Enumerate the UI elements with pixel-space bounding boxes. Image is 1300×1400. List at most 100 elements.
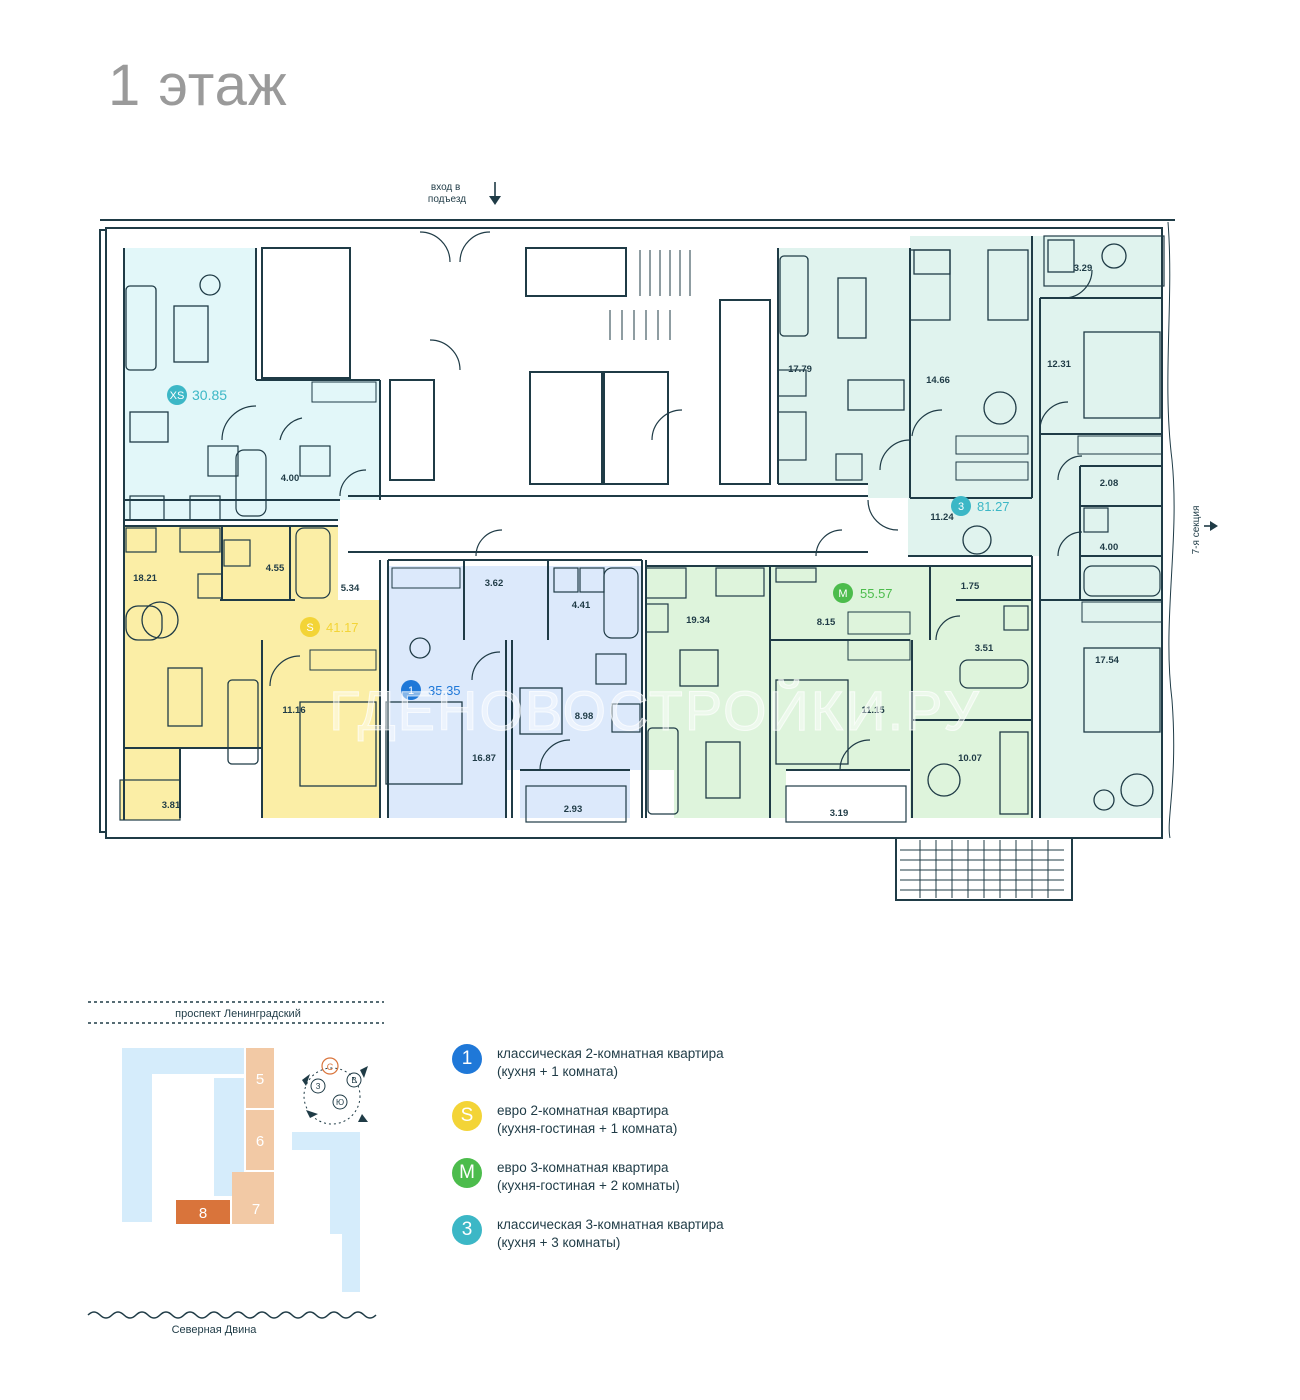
room-area: 1.75: [961, 581, 980, 592]
badge-s[interactable]: S 41.17: [300, 617, 359, 637]
room-area: 4.41: [572, 600, 591, 611]
furniture: [125, 239, 1161, 815]
wardrobes: [309, 381, 1163, 671]
room-area: 8.98: [575, 711, 594, 722]
badge-1-area: 35.35: [428, 683, 461, 698]
entrance-arrow-icon: [489, 182, 501, 205]
site-section-5[interactable]: 5: [246, 1048, 274, 1108]
stairs: [609, 250, 1064, 898]
legend-item-euro-3: M евро 3-комнатная квартира (кухня-гости…: [452, 1154, 872, 1211]
badge-1-label: 1: [408, 685, 414, 697]
badge-xs[interactable]: XS 30.85: [167, 385, 227, 405]
legend-badge: S: [452, 1101, 482, 1131]
site-street-label: проспект Ленинградский: [175, 1008, 301, 1020]
legend-line2: (кухня-гостиная + 1 комната): [497, 1120, 678, 1136]
door-swings: [221, 231, 1093, 771]
zone-apartment-xs[interactable]: [124, 248, 380, 520]
apartment-badges: XS 30.85 S 41.17 1 35.35 M 55.57 3 81.27: [167, 385, 1010, 700]
legend-line2: (кухня-гостиная + 2 комнаты): [497, 1177, 680, 1193]
apartment-zones: [120, 236, 1162, 820]
room-area: 11.15: [861, 705, 885, 716]
badge-s-area: 41.17: [326, 620, 359, 635]
legend-item-classic-2: 1 классическая 2-комнатная квартира (кух…: [452, 1040, 872, 1097]
site-section-6-label: 6: [256, 1133, 264, 1150]
legend-text: евро 2-комнатная квартира (кухня-гостина…: [497, 1102, 677, 1137]
site-section-6[interactable]: 6: [246, 1110, 274, 1170]
room-area: 12.31: [1047, 359, 1071, 370]
room-area: 19.34: [686, 615, 710, 626]
room-area: 10.07: [958, 753, 982, 764]
legend-badge: M: [452, 1158, 482, 1188]
site-section-5-label: 5: [256, 1071, 264, 1088]
site-plan: проспект Ленинградский 5 6 7 8 С З: [87, 1001, 384, 1336]
badge-m-area: 55.57: [860, 586, 893, 601]
room-area: 4.00: [1100, 542, 1119, 553]
badge-3[interactable]: 3 81.27: [951, 496, 1010, 516]
legend-line2: (кухня + 1 комната): [497, 1063, 619, 1079]
badge-1[interactable]: 1 35.35: [401, 680, 461, 700]
room-area: 11.16: [282, 705, 305, 716]
room-area: 3.29: [1074, 263, 1093, 274]
section-arrow-icon: [1204, 521, 1218, 531]
legend-text: евро 3-комнатная квартира (кухня-гостина…: [497, 1159, 680, 1194]
legend-item-classic-3: 3 классическая 3-комнатная квартира (кух…: [452, 1211, 872, 1268]
room-area: 8.15: [817, 617, 836, 628]
badge-m-label: M: [838, 588, 847, 600]
room-area: 17.79: [788, 364, 812, 375]
room-area: 14.66: [926, 375, 950, 386]
badge-m[interactable]: M 55.57: [833, 583, 893, 603]
legend-text: классическая 2-комнатная квартира (кухня…: [497, 1045, 724, 1080]
room-area: 4.00: [281, 473, 300, 484]
entrance-label-line1: вход в: [431, 182, 460, 193]
legend-line1: евро 2-комнатная квартира: [497, 1103, 669, 1118]
site-buildings-other: [122, 1048, 360, 1292]
site-river-label: Северная Двина: [172, 1324, 258, 1336]
legend-text: классическая 3-комнатная квартира (кухня…: [497, 1216, 724, 1251]
room-area: 3.51: [975, 643, 994, 654]
room-area: 4.55: [266, 563, 285, 574]
room-area: 3.81: [162, 800, 181, 811]
zone-apartment-1[interactable]: [388, 566, 642, 818]
room-area: 3.62: [485, 578, 504, 589]
site-section-8-label: 8: [199, 1205, 207, 1222]
legend-badge: 1: [452, 1044, 482, 1074]
section-marker: 7-я секция: [1167, 221, 1218, 839]
room-area: 18.21: [133, 573, 157, 584]
room-area: 17.54: [1095, 655, 1119, 666]
compass-south: Ю: [336, 1098, 344, 1107]
legend-line1: классическая 3-комнатная квартира: [497, 1217, 724, 1232]
badge-s-label: S: [306, 622, 313, 634]
legend-item-euro-2: S евро 2-комнатная квартира (кухня-гости…: [452, 1097, 872, 1154]
legend-badge: 3: [452, 1215, 482, 1245]
legend-line1: евро 3-комнатная квартира: [497, 1160, 669, 1175]
badge-xs-label: XS: [170, 390, 185, 402]
fixtures: [125, 369, 1161, 733]
section-label: 7-я секция: [1191, 506, 1202, 555]
page-title: 1 этаж: [108, 53, 288, 118]
zone-apartment-s[interactable]: [120, 526, 380, 820]
room-area: 2.93: [564, 804, 583, 815]
svg-text:вход в подъезд: вход в подъезд: [428, 182, 466, 205]
zone-apartment-3[interactable]: [778, 236, 1162, 818]
compass-icon: С З В Ю: [302, 1057, 368, 1125]
legend-line1: классическая 2-комнатная квартира: [497, 1046, 724, 1061]
legend: 1 классическая 2-комнатная квартира (кух…: [452, 1040, 872, 1268]
watermark: ГДЕНОВОСТРОЙКИ.РУ: [329, 679, 981, 742]
room-labels: 4.00 18.21 4.55 5.34 11.16 3.81 3.62 4.4…: [133, 263, 1119, 819]
compass-east: В: [351, 1076, 356, 1085]
legend-line2: (кухня + 3 комнаты): [497, 1234, 621, 1250]
loggias: [119, 235, 1165, 823]
zone-apartment-m[interactable]: [646, 566, 1032, 818]
room-area: 3.19: [830, 808, 849, 819]
room-area: 16.87: [472, 753, 496, 764]
entrance-marker: вход в подъезд: [428, 182, 501, 205]
badge-3-label: 3: [958, 501, 964, 513]
room-area: 11.24: [930, 512, 954, 523]
room-area: 2.08: [1100, 478, 1119, 489]
site-section-8[interactable]: 8: [176, 1200, 230, 1224]
river-icon: [87, 1311, 377, 1319]
entrance-label-line2: подъезд: [428, 194, 466, 205]
badge-3-area: 81.27: [977, 499, 1010, 514]
site-section-7[interactable]: 7: [232, 1172, 274, 1224]
